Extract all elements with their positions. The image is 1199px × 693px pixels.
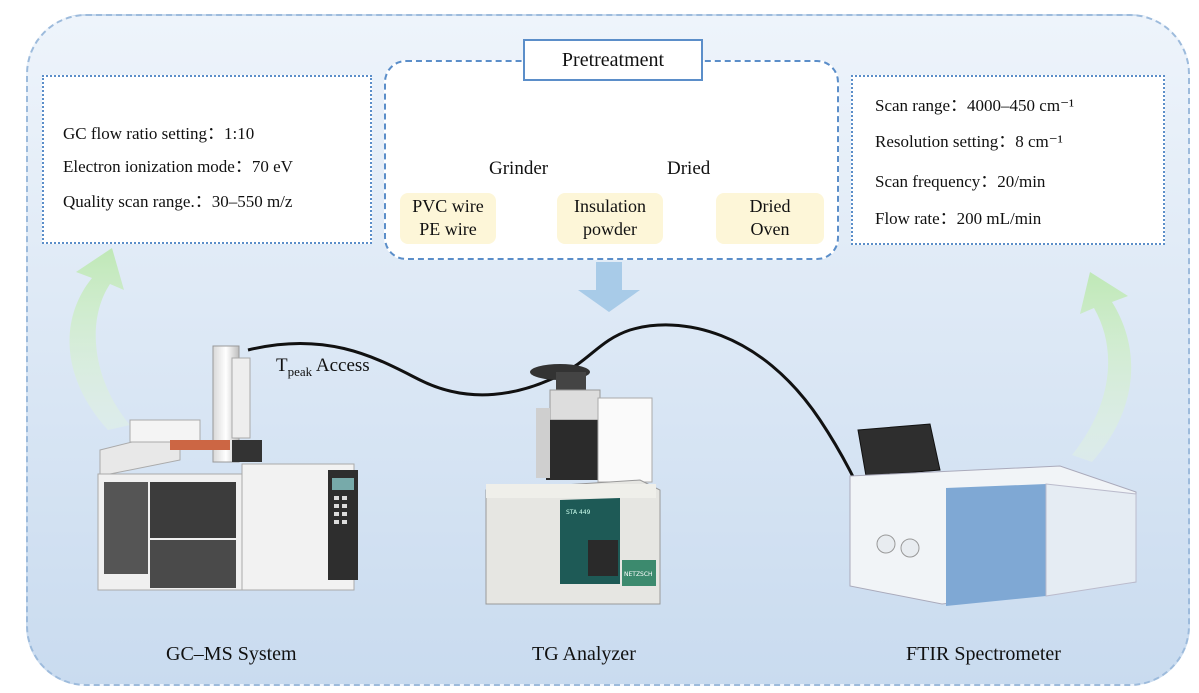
grinder-label: Grinder bbox=[489, 158, 549, 179]
powder-box: Insulation powder bbox=[557, 193, 663, 244]
scan-range-text: Scan range：4000–450 cm⁻¹ bbox=[875, 96, 1075, 115]
down-arrow-icon bbox=[578, 262, 640, 312]
resolution-text: Resolution setting：8 cm⁻¹ bbox=[875, 132, 1063, 151]
pretreatment-title: Pretreatment bbox=[523, 39, 703, 81]
ftir-instrument-icon bbox=[849, 423, 1137, 606]
quality-scan-range-text: Quality scan range.：30–550 m/z bbox=[63, 192, 293, 211]
flow-rate-text: Flow rate：200 mL/min bbox=[875, 209, 1042, 228]
gcms-parameters-box: GC flow ratio setting：1:10 Electron ioni… bbox=[42, 75, 372, 244]
ftir-up-arrow-icon bbox=[1072, 272, 1132, 462]
powder-text: powder bbox=[583, 219, 637, 239]
tpeak-access-label: Tpeak Access bbox=[276, 355, 370, 380]
transfer-line bbox=[247, 323, 888, 545]
access-text: Access bbox=[315, 355, 370, 376]
gc-flow-ratio-text: GC flow ratio setting：1:10 bbox=[63, 124, 255, 143]
pe-wire-text: PE wire bbox=[419, 219, 477, 239]
tg-panel-text: STA 449 bbox=[566, 509, 591, 516]
ionization-mode-text: Electron ionization mode：70 eV bbox=[63, 157, 293, 176]
ftir-caption: FTIR Spectrometer bbox=[906, 643, 1061, 665]
tpeak-base: T bbox=[276, 355, 288, 376]
dried-label: Dried bbox=[667, 158, 711, 179]
pvc-wire-text: PVC wire bbox=[412, 196, 484, 216]
scan-frequency-text: Scan frequency：20/min bbox=[875, 172, 1046, 191]
oven-box: Dried Oven bbox=[716, 193, 824, 244]
gcms-instrument-icon bbox=[97, 345, 358, 591]
tg-brand-text: NETZSCH bbox=[624, 571, 653, 578]
insulation-text: Insulation bbox=[574, 196, 646, 216]
ftir-parameters-box: Scan range：4000–450 cm⁻¹ Resolution sett… bbox=[851, 75, 1165, 245]
tpeak-sub: peak bbox=[287, 363, 313, 379]
gcms-up-arrow-icon bbox=[69, 248, 130, 430]
tg-instrument-icon: STA 449 NETZSCH bbox=[485, 364, 661, 605]
tg-caption: TG Analyzer bbox=[532, 643, 636, 665]
gcms-caption: GC–MS System bbox=[166, 643, 297, 665]
oven-text: Oven bbox=[750, 219, 790, 239]
wire-samples-box: PVC wire PE wire bbox=[400, 193, 496, 244]
dried-text: Dried bbox=[749, 196, 791, 216]
